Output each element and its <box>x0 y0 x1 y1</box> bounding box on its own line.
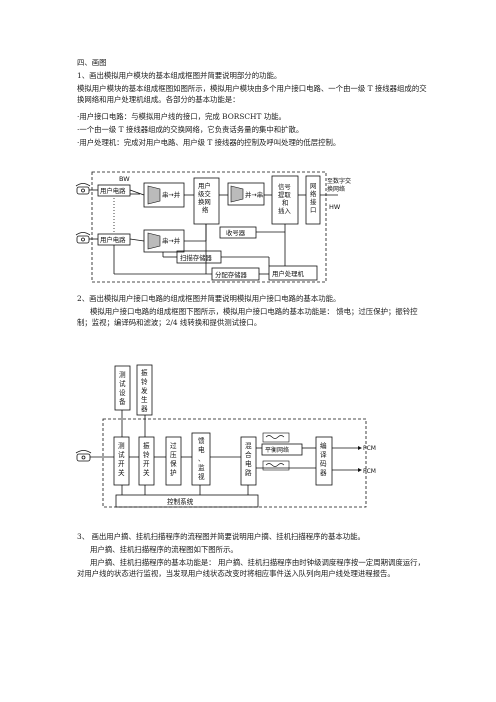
label-bw: BW <box>119 175 130 183</box>
overvoltage-char-2: 压 <box>170 451 177 459</box>
codec <box>315 436 333 486</box>
feed-monitor-char-1: 馈 <box>198 436 205 445</box>
user-circuit-2-label: 用户电路 <box>100 235 126 244</box>
telephone-icon <box>75 183 91 195</box>
ps-converter <box>227 182 265 206</box>
ring-switch-char-3: 开 <box>143 460 150 468</box>
overvoltage-char-4: 护 <box>170 468 177 477</box>
receiver-label: 收号器 <box>226 228 246 237</box>
network-interface <box>305 175 321 225</box>
test-equipment-char-4: 备 <box>119 397 126 406</box>
q1-question: 1、画出模拟用户模块的基本组成框图并简要说明部分的功能。 <box>77 71 282 80</box>
feed-monitor-char-4: 监 <box>198 463 205 472</box>
signal-extract-line-1: 信号 <box>278 182 291 191</box>
test-switch-char-2: 试 <box>118 450 125 459</box>
q3-line2: 用户摘、挂机扫描程序的流程图如下图所示。 <box>90 545 238 554</box>
hybrid-char-2: 合 <box>245 450 252 459</box>
label-hw: HW <box>329 203 341 211</box>
codec-char-3: 码 <box>320 460 327 468</box>
module-boundary <box>91 171 327 283</box>
sp-converter-2-label: 串→并 <box>162 236 181 245</box>
pcm-out-label: PCM <box>363 445 376 452</box>
user-processor <box>268 265 318 281</box>
test-switch-char-4: 关 <box>118 468 125 477</box>
user-processor-label: 用户处理机 <box>272 269 305 278</box>
telephone-icon <box>75 450 92 462</box>
network-interface-line-2: 络 <box>310 189 317 198</box>
test-switch <box>113 436 130 486</box>
signal-extract-line-4: 插入 <box>278 206 291 215</box>
balance-network-label: 平衡网络 <box>265 446 289 454</box>
signal-extract-line-3: 和 <box>282 198 288 207</box>
overvoltage <box>165 436 182 486</box>
user-circuit-1 <box>97 184 131 197</box>
feed-monitor-char-5: 视 <box>198 472 205 481</box>
ring-switch <box>138 436 155 486</box>
user-switch-line-2: 级交 <box>198 189 211 198</box>
network-interface-line-1: 网 <box>310 182 316 190</box>
ring-generator-char-5: 器 <box>141 405 148 413</box>
sp-converter-1-label: 串→并 <box>162 190 181 199</box>
user-switch-line-1: 用户 <box>198 181 211 190</box>
q2-question: 2、画出模拟用户接口电路的组成框图并简要说明模拟用户接口电路的基本功能。 <box>77 294 341 303</box>
test-equipment-char-1: 测 <box>119 371 126 379</box>
signal-extract-line-2: 提取 <box>278 190 291 199</box>
hybrid <box>240 436 257 486</box>
q1-bullet-1: ·用户接口电路：与模拟用户线的接口，完成 BORSCHT 功能。 <box>77 112 286 121</box>
ring-generator <box>136 364 153 416</box>
codec-char-2: 译 <box>320 451 327 459</box>
q3-intro: 用户摘、挂机扫描程序的基本功能是： 用户摘、挂机扫描程序由时钟级调度程序按一定周… <box>77 558 425 578</box>
feed-monitor <box>191 432 211 486</box>
ring-switch-char-1: 振 <box>143 441 150 450</box>
ring-generator-char-3: 发 <box>141 386 148 395</box>
codec-char-4: 器 <box>320 469 327 477</box>
q2-intro: 模拟用户接口电路的组成框图下图所示，模拟用户接口电路的基本功能是： 馈电；过压保… <box>77 307 418 327</box>
dist-memory-label: 分配存储器 <box>215 270 248 279</box>
codec-char-1: 编 <box>320 441 327 450</box>
overvoltage-char-1: 过 <box>170 441 177 450</box>
feed-monitor-char-2: 电 <box>198 445 205 454</box>
q1-intro: 模拟用户模块的基本组成框图如图所示，模拟用户模块由多个用户接口电路、一个由一级 … <box>77 84 427 104</box>
q3-question: 3、 画出用户摘、挂机扫描程序的流程图并简要说明用户摘、挂机扫描程序的基本功能。 <box>77 532 365 541</box>
q1-bullet-3: ·用户处理机：完成对用户电路、用户级 T 接线器的控制及呼叫处理的低层控制。 <box>77 138 341 147</box>
test-switch-char-3: 开 <box>118 460 125 468</box>
user-module-diagram: BW HW 用户电路 用户电路 串→并 串→并 并→串 用户 级交 换网 络 信… <box>75 171 351 283</box>
test-equipment <box>114 365 131 411</box>
network-interface-line-4: 口 <box>310 206 316 214</box>
to-switch-line-1: 至数字交 <box>327 177 351 185</box>
user-switch-line-4: 络 <box>202 205 209 214</box>
to-switch-line-2: 换网络 <box>327 185 345 193</box>
q1-bullet-2: ·一个由一级 T 接线器组成的交换网络，它负责话务量的集中和扩散。 <box>77 125 304 134</box>
ps-converter-label: 并→串 <box>245 190 263 199</box>
ring-generator-char-1: 振 <box>141 368 148 377</box>
control-system-label: 控制系统 <box>167 497 194 506</box>
telephone-icon <box>75 232 91 244</box>
ring-generator-char-4: 生 <box>141 395 148 404</box>
control-system <box>115 494 259 508</box>
network-interface-line-3: 接 <box>310 197 317 206</box>
user-circuit-1-label: 用户电路 <box>100 186 126 195</box>
receiver <box>219 226 257 239</box>
section-title: 四、画图 <box>77 58 107 67</box>
scan-memory-label: 扫描存储器 <box>180 253 213 262</box>
ring-switch-char-4: 关 <box>143 468 150 477</box>
hybrid-char-4: 路 <box>245 468 252 477</box>
test-switch-char-1: 测 <box>118 442 125 450</box>
overvoltage-char-3: 保 <box>170 459 177 468</box>
balance-network <box>261 443 303 456</box>
test-equipment-char-3: 设 <box>119 388 126 397</box>
user-switch-network <box>193 177 220 225</box>
ring-switch-char-2: 铃 <box>143 450 150 459</box>
hybrid-char-1: 混 <box>245 441 252 450</box>
ring-generator-char-2: 铃 <box>141 377 148 386</box>
pcm-in-label: PCM <box>363 468 376 475</box>
hybrid-char-3: 电 <box>245 459 252 468</box>
test-equipment-char-2: 试 <box>119 379 126 388</box>
feed-monitor-char-3: 、 <box>198 455 205 463</box>
user-switch-line-3: 换网 <box>198 197 211 206</box>
